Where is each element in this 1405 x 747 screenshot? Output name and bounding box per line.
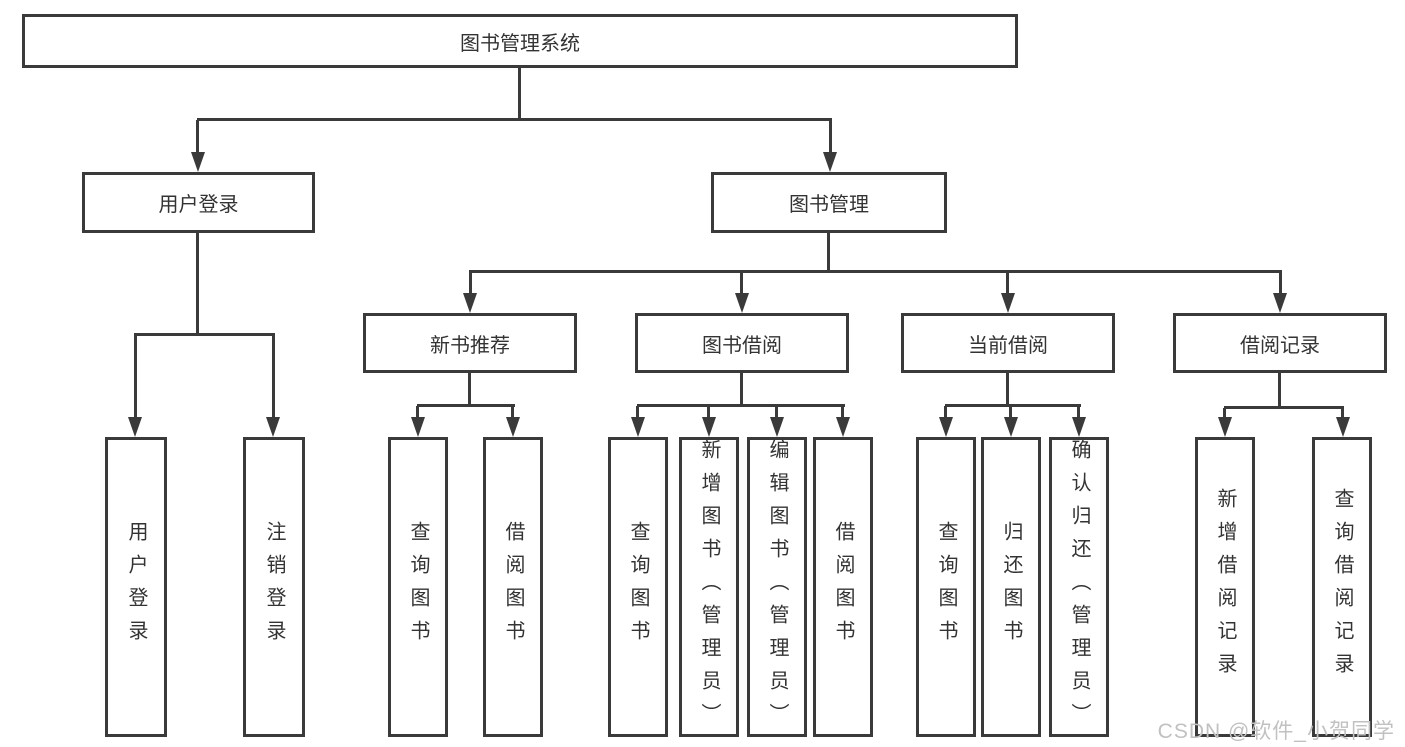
arrow-down-icon: [836, 417, 850, 437]
arrow-down-icon: [266, 417, 280, 437]
leaf-label: 查询借阅记录: [1331, 488, 1353, 686]
connector-line: [1224, 406, 1344, 409]
connector-line: [945, 404, 1081, 407]
leaf-query-books-current: 查询图书: [916, 437, 976, 737]
connector-line: [417, 404, 515, 407]
node-book-management: 图书管理: [711, 172, 947, 233]
arrow-down-icon: [823, 152, 837, 172]
connector-line: [636, 406, 639, 419]
connector-line: [469, 272, 472, 295]
leaf-label: 用户登录: [125, 521, 147, 653]
connector-line: [197, 118, 832, 121]
connector-line: [1006, 272, 1009, 295]
connector-line: [469, 270, 1282, 273]
connector-line: [134, 333, 275, 336]
arrow-down-icon: [411, 417, 425, 437]
node-book-borrow: 图书借阅: [635, 313, 849, 373]
connector-line: [272, 335, 275, 419]
node-borrow-record: 借阅记录: [1173, 313, 1387, 373]
leaf-add-borrow-record: 新增借阅记录: [1195, 437, 1255, 737]
connector-line: [518, 68, 521, 120]
leaf-query-books-borrow: 查询图书: [608, 437, 668, 737]
leaf-borrow-books-recommend: 借阅图书: [483, 437, 543, 737]
leaf-label: 确认归还（管理员）: [1068, 438, 1090, 736]
connector-line: [134, 335, 137, 419]
connector-line: [1006, 373, 1009, 406]
leaf-query-borrow-record: 查询借阅记录: [1312, 437, 1372, 737]
node-book-management-label: 图书管理: [789, 194, 869, 216]
arrow-down-icon: [1001, 293, 1015, 313]
leaf-label: 新增借阅记录: [1214, 488, 1236, 686]
node-root-label: 图书管理系统: [460, 32, 580, 55]
leaf-borrow-books: 借阅图书: [813, 437, 873, 737]
leaf-return-books: 归还图书: [981, 437, 1041, 737]
leaf-label: 查询图书: [935, 521, 957, 653]
connector-line: [511, 406, 514, 419]
arrow-down-icon: [631, 417, 645, 437]
connector-line: [196, 120, 199, 154]
csdn-watermark: CSDN @软件_小贺同学: [1157, 720, 1395, 743]
node-user-login-label: 用户登录: [158, 194, 239, 216]
connector-line: [944, 406, 947, 419]
arrow-down-icon: [1336, 417, 1350, 437]
leaf-label: 编辑图书（管理员）: [766, 438, 788, 736]
node-current-borrow: 当前借阅: [901, 313, 1115, 373]
leaf-label: 查询图书: [407, 521, 429, 653]
arrow-down-icon: [1273, 293, 1287, 313]
arrow-down-icon: [939, 417, 953, 437]
node-user-login: 用户登录: [82, 172, 315, 233]
connector-line: [707, 406, 710, 419]
arrow-down-icon: [1004, 417, 1018, 437]
node-new-book-recommend: 新书推荐: [363, 313, 577, 373]
arrow-down-icon: [1218, 417, 1232, 437]
arrow-down-icon: [1072, 417, 1086, 437]
leaf-label: 借阅图书: [832, 521, 854, 653]
leaf-label: 注销登录: [263, 521, 285, 653]
leaf-label: 新增图书（管理员）: [698, 438, 720, 736]
arrow-down-icon: [128, 417, 142, 437]
node-current-borrow-label: 当前借阅: [968, 334, 1048, 357]
connector-line: [829, 120, 832, 154]
connector-line: [416, 406, 419, 419]
leaf-confirm-return-admin: 确认归还（管理员）: [1049, 437, 1109, 737]
leaf-edit-books-admin: 编辑图书（管理员）: [747, 437, 807, 737]
connector-line: [1009, 406, 1012, 419]
connector-line: [637, 404, 845, 407]
node-new-book-recommend-label: 新书推荐: [430, 334, 510, 357]
leaf-label: 查询图书: [627, 521, 649, 653]
leaf-label: 归还图书: [1000, 521, 1022, 653]
leaf-add-books-admin: 新增图书（管理员）: [679, 437, 739, 737]
arrow-down-icon: [770, 417, 784, 437]
connector-line: [1278, 373, 1281, 408]
leaf-label: 借阅图书: [502, 521, 524, 653]
connector-line: [827, 233, 830, 272]
connector-line: [1341, 408, 1344, 419]
leaf-logout: 注销登录: [243, 437, 305, 737]
arrow-down-icon: [702, 417, 716, 437]
leaf-user-login: 用户登录: [105, 437, 167, 737]
connector-line: [468, 373, 471, 406]
connector-line: [740, 272, 743, 295]
connector-line: [775, 406, 778, 419]
arrow-down-icon: [463, 293, 477, 313]
connector-line: [841, 406, 844, 419]
connector-line: [1077, 406, 1080, 419]
node-borrow-record-label: 借阅记录: [1240, 334, 1320, 357]
connector-line: [1223, 408, 1226, 419]
arrow-down-icon: [735, 293, 749, 313]
node-root: 图书管理系统: [22, 14, 1018, 68]
connector-line: [196, 233, 199, 335]
arrow-down-icon: [191, 152, 205, 172]
connector-line: [740, 373, 743, 406]
leaf-query-books-recommend: 查询图书: [388, 437, 448, 737]
node-book-borrow-label: 图书借阅: [702, 334, 782, 357]
connector-line: [1279, 272, 1282, 295]
arrow-down-icon: [506, 417, 520, 437]
